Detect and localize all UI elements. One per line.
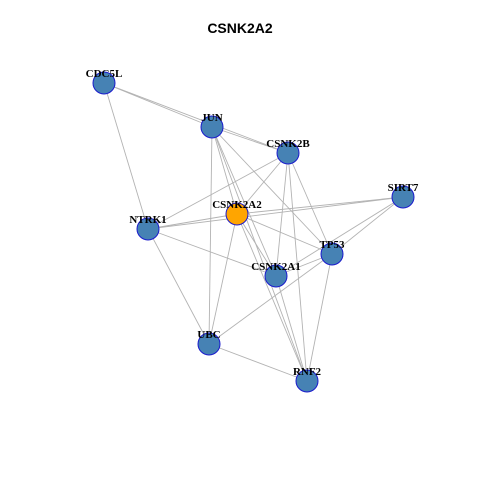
node-circle-rnf2 [295,369,319,393]
edge-cdc5l-jun [103,82,213,128]
node-circle-csnk2a1 [264,264,288,288]
node-label-csnk2a2: CSNK2A2 [212,199,262,211]
edge-sirt7-tp53 [331,196,404,255]
edge-ubc-rnf2 [208,343,308,382]
edge-layer [103,82,404,382]
node-circle-csnk2a2 [225,202,249,226]
edge-ntrk1-ubc [147,228,210,345]
edge-jun-rnf2 [211,126,308,382]
node-sirt7: SIRT7 [388,182,419,209]
edge-csnk2b-csnk2a1 [275,152,289,277]
node-ntrk1: NTRK1 [129,214,167,241]
edge-jun-csnk2a1 [211,126,277,277]
node-circle-cdc5l [92,71,116,95]
node-label-ubc: UBC [197,329,220,341]
edge-sirt7-csnk2a2 [236,196,404,215]
edge-jun-csnk2b [211,126,289,154]
node-circle-ubc [197,332,221,356]
edge-csnk2a2-ubc [208,213,238,345]
node-label-csnk2a1: CSNK2A1 [251,261,301,273]
edge-csnk2a2-csnk2a1 [236,213,277,277]
edge-tp53-rnf2 [306,253,333,382]
node-circle-csnk2b [276,141,300,165]
edge-sirt7-csnk2a1 [275,196,404,277]
node-csnk2b: CSNK2B [266,138,310,165]
node-circle-ntrk1 [136,217,160,241]
edge-csnk2a1-rnf2 [275,275,308,382]
edge-csnk2a2-tp53 [236,213,333,255]
edge-sirt7-ntrk1 [147,196,404,230]
edge-cdc5l-csnk2b [103,82,289,154]
node-label-sirt7: SIRT7 [388,182,419,194]
node-circle-jun [200,115,224,139]
edge-jun-csnk2a2 [211,126,238,215]
edge-cdc5l-ntrk1 [103,82,149,230]
node-ubc: UBC [197,329,221,356]
node-circle-sirt7 [391,185,415,209]
node-label-cdc5l: CDC5L [86,68,123,80]
node-label-tp53: TP53 [319,239,345,251]
node-jun: JUN [200,112,224,139]
node-rnf2: RNF2 [293,366,322,393]
node-csnk2a2: CSNK2A2 [212,199,262,226]
edge-jun-ubc [208,126,213,345]
edge-ntrk1-csnk2a1 [147,228,277,277]
node-tp53: TP53 [319,239,345,266]
node-label-rnf2: RNF2 [293,366,322,378]
edge-tp53-ubc [208,253,333,345]
edge-jun-tp53 [211,126,333,255]
node-layer: CDC5L JUN CSNK2B SIRT7CSNK2A2NTRK1TP53CSNK2… [86,68,419,393]
node-label-jun: JUN [201,112,222,124]
node-cdc5l: CDC5L [86,68,123,95]
node-csnk2a1: CSNK2A1 [251,261,301,288]
node-circle-tp53 [320,242,344,266]
edge-csnk2b-rnf2 [287,152,308,382]
edge-csnk2b-csnk2a2 [236,152,289,215]
edge-csnk2b-ntrk1 [147,152,289,230]
edge-csnk2b-tp53 [287,152,333,255]
figure-title: CSNK2A2 [207,20,273,36]
node-label-csnk2b: CSNK2B [266,138,310,150]
edge-csnk2a2-ntrk1 [147,213,238,230]
node-label-ntrk1: NTRK1 [129,214,166,226]
